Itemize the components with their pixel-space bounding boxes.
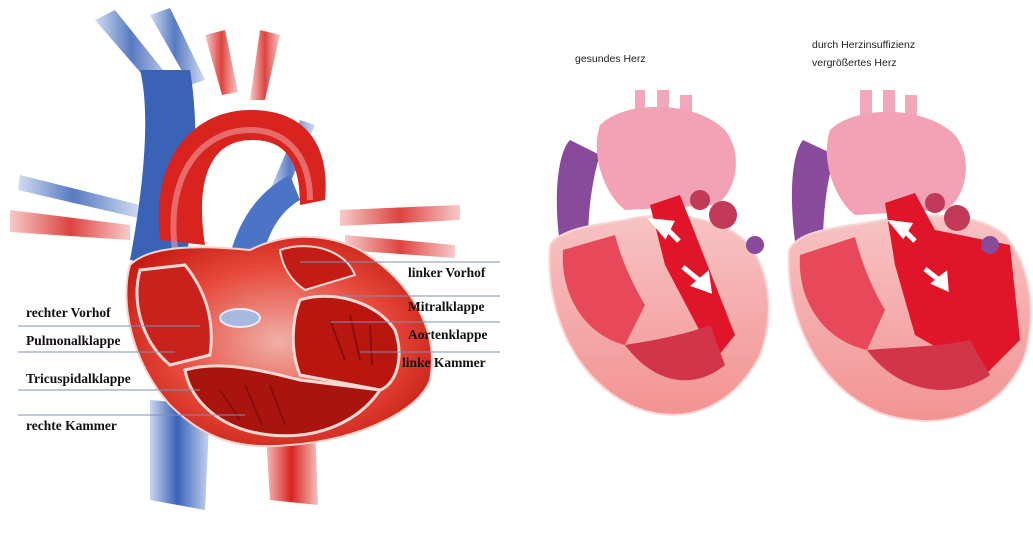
valve-ring-b (709, 201, 737, 229)
enlarged-heart (789, 90, 1031, 421)
valve-ring-b (944, 205, 970, 231)
label-mitralklappe: Mitralklappe (408, 299, 485, 314)
label-pulmonalklappe: Pulmonalklappe (26, 333, 121, 348)
anatomy-heart-svg: linker Vorhof Mitralklappe Aortenklappe … (0, 0, 520, 551)
comparison-hearts-svg: gesundes Herz durch Herzinsuffizienz ver… (520, 0, 1033, 551)
anatomy-diagram: linker Vorhof Mitralklappe Aortenklappe … (0, 0, 520, 551)
healthy-heart (549, 90, 768, 415)
comparison-diagram: gesundes Herz durch Herzinsuffizienz ver… (520, 0, 1033, 551)
label-rechte-kammer: rechte Kammer (26, 418, 117, 433)
label-aortenklappe: Aortenklappe (408, 327, 488, 342)
label-rechter-vorhof: rechter Vorhof (26, 305, 111, 320)
caption-enlarged-line2: vergrößertes Herz (812, 57, 897, 69)
valve-ring-a (925, 193, 945, 213)
label-linker-vorhof: linker Vorhof (408, 265, 486, 280)
caption-enlarged-line1: durch Herzinsuffizienz (812, 39, 915, 51)
pulmonary-vein (981, 236, 999, 254)
caption-healthy-heart: gesundes Herz (575, 53, 646, 65)
valve-ring-a (690, 190, 710, 210)
pulmonary-valve (220, 309, 260, 327)
aortic-arch-pink (597, 107, 736, 210)
label-tricuspidalklappe: Tricuspidalklappe (26, 371, 131, 386)
label-linke-kammer: linke Kammer (402, 355, 486, 370)
pulmonary-vein (746, 236, 764, 254)
